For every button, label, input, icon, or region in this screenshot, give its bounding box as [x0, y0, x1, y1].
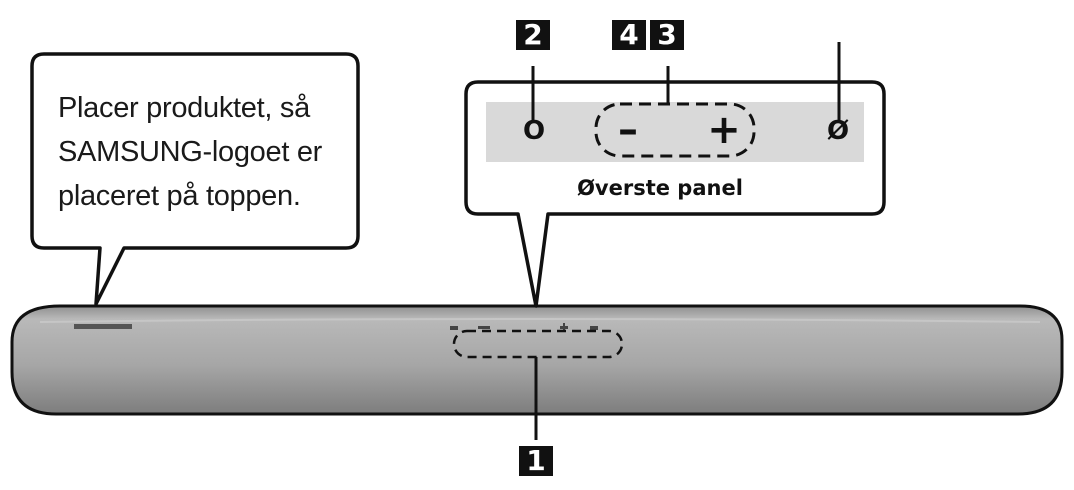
samsung-logo-mark — [74, 324, 132, 329]
soundbar-top-controls — [450, 323, 598, 332]
callout-badge-3: 3 — [650, 20, 684, 50]
volume-up-button-icon: + — [707, 107, 741, 153]
volume-down-button-icon: – — [618, 107, 638, 153]
placement-line-1: Placer produktet, så — [58, 92, 310, 124]
multi-function-button-icon: O — [522, 116, 546, 146]
callout-badge-2: 2 — [516, 20, 550, 50]
top-panel-strip — [486, 102, 864, 162]
placement-line-2: SAMSUNG-logoet er — [58, 136, 323, 168]
callout-badge-1: 1 — [519, 446, 553, 476]
logo-callout-bubble — [30, 52, 360, 306]
callout-badge-4: 4 — [612, 20, 646, 50]
placement-line-3: placeret på toppen. — [58, 180, 301, 212]
placement-instruction: Placer produktet, så SAMSUNG-logoet er p… — [58, 86, 358, 218]
top-panel-label: Øverste panel — [577, 176, 743, 200]
power-button-icon: Ø — [826, 116, 850, 146]
